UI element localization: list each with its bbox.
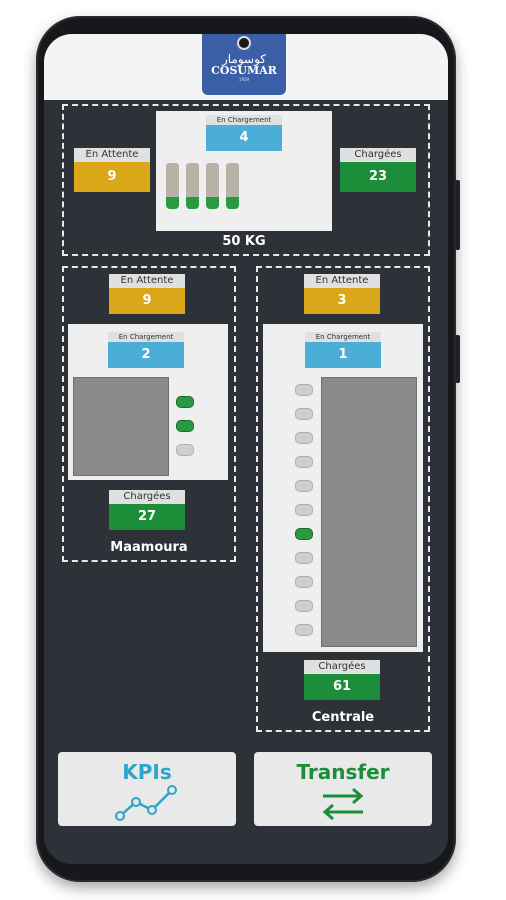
zone-centrale[interactable] xyxy=(256,266,430,732)
zone-50kg[interactable] xyxy=(62,104,430,256)
truck-icon xyxy=(226,163,239,209)
swap-arrows-icon xyxy=(322,787,364,821)
warehouse-block xyxy=(321,377,417,647)
zone-maamoura-chargees: Chargées 27 xyxy=(109,490,185,530)
truck-icon xyxy=(176,444,194,456)
truck-icon xyxy=(295,504,313,516)
truck-icon xyxy=(295,552,313,564)
truck-icon xyxy=(295,600,313,612)
zone-maamoura-en-attente: En Attente 9 xyxy=(109,274,185,314)
front-camera xyxy=(237,36,251,50)
zone-50kg-en-attente: En Attente 9 xyxy=(74,148,150,192)
zone-50kg-loading-dock: En Chargement 4 xyxy=(156,111,332,231)
zone-maamoura-loading-dock: En Chargement 2 xyxy=(68,324,228,480)
zone-centrale-en-attente: En Attente 3 xyxy=(304,274,380,314)
warehouse-block xyxy=(73,377,169,476)
truck-icon xyxy=(295,408,313,420)
kpis-button[interactable]: KPIs xyxy=(58,752,236,826)
truck-icon xyxy=(166,163,179,209)
zone-centrale-en-chargement: En Chargement 1 xyxy=(305,332,381,368)
app-screen: كوسومار COSUMAR 1929 En Chargement 4 En … xyxy=(44,34,448,864)
volume-button xyxy=(455,180,460,250)
truck-icon xyxy=(176,396,194,408)
truck-icon xyxy=(295,624,313,636)
zone-maamoura[interactable] xyxy=(62,266,236,562)
truck-icon xyxy=(295,576,313,588)
truck-icon xyxy=(295,384,313,396)
line-chart-icon xyxy=(115,785,177,821)
transfer-button[interactable]: Transfer xyxy=(254,752,432,826)
zone-50kg-chargees: Chargées 23 xyxy=(340,148,416,192)
zone-centrale-loading-dock: En Chargement 1 xyxy=(263,324,423,652)
app-header: كوسومار COSUMAR 1929 xyxy=(44,34,448,100)
truck-icon xyxy=(176,420,194,432)
truck-icon xyxy=(295,456,313,468)
zone-maamoura-en-chargement: En Chargement 2 xyxy=(108,332,184,368)
truck-icon xyxy=(295,480,313,492)
zone-maamoura-title: Maamoura xyxy=(110,540,188,555)
power-button xyxy=(455,335,460,383)
zone-50kg-title: 50 KG xyxy=(222,234,266,249)
truck-icon xyxy=(186,163,199,209)
truck-icon xyxy=(295,528,313,540)
zone-centrale-chargees: Chargées 61 xyxy=(304,660,380,700)
truck-icon xyxy=(295,432,313,444)
zone-centrale-title: Centrale xyxy=(311,710,375,725)
zone-50kg-en-chargement: En Chargement 4 xyxy=(206,115,282,151)
truck-icon xyxy=(206,163,219,209)
